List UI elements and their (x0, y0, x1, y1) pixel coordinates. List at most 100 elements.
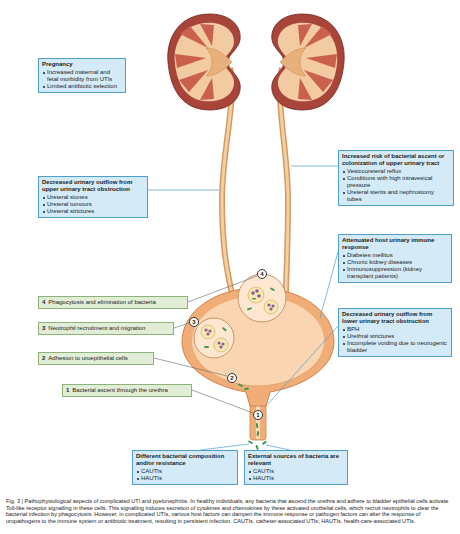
neutrophil-inset (214, 338, 228, 352)
info-box: Increased risk of bacterial ascent or co… (338, 150, 454, 206)
callout-number: 1 (253, 410, 263, 420)
box-heading: Different bacterial composition and/or r… (136, 453, 234, 467)
info-box: Decreased urinary outflow from lower uri… (338, 308, 452, 357)
bacterium (256, 423, 259, 428)
bullet-item: Ureteral strictures (42, 208, 144, 215)
step-box: 1Bacterial ascent through the urethra (62, 384, 192, 397)
bullet-item: CAUTIs (136, 468, 234, 475)
bullet-item: Vesicoureteral reflux (342, 168, 450, 175)
leader-line (188, 276, 257, 302)
neutrophil-inset (204, 328, 207, 331)
step-box: 4Phagocytosis and elimination of bacteri… (38, 296, 188, 309)
callout-number: 2 (227, 373, 237, 383)
kidney (306, 54, 337, 68)
leader-line (154, 358, 227, 376)
step-text: Bacterial ascent through the urethra (72, 387, 188, 394)
phagocytosis-inset (271, 304, 274, 307)
kidney (298, 78, 312, 100)
phagocytosis-inset (269, 307, 272, 310)
neutrophil-inset (222, 327, 227, 332)
bullet-item: Increased maternal and fetal morbidity f… (42, 69, 122, 83)
neutrophil-inset (201, 325, 215, 339)
box-heading: Decreased urinary outflow from lower uri… (342, 311, 448, 325)
box-heading: Increased risk of bacterial ascent or co… (342, 153, 450, 167)
bullet-item: Immunosuppression (kidney transplant pat… (342, 266, 448, 280)
step-number: 4 (42, 299, 45, 306)
neutrophil-inset (221, 342, 224, 345)
step-box: 3Neutrophil recruitment and migration (38, 322, 174, 335)
neutrophil-inset (206, 332, 209, 335)
kidney (304, 70, 333, 92)
step-number: 3 (42, 325, 45, 332)
kidney (168, 14, 240, 110)
neutrophil-inset (208, 329, 211, 332)
phagocytosis-inset (270, 287, 275, 291)
kidney (179, 70, 208, 92)
phagocytosis-inset (257, 294, 261, 298)
phagocytosis-inset (251, 291, 255, 295)
figure-caption: Fig. 3 | Pathophysiological aspects of c… (6, 498, 454, 524)
kidney (168, 14, 240, 110)
bladder (250, 402, 266, 440)
info-box: PregnancyIncreased maternal and fetal mo… (38, 58, 126, 93)
bacterium (238, 383, 267, 450)
bullet-item: CAUTIs (248, 468, 344, 475)
kidney (200, 24, 214, 46)
kidney (200, 78, 214, 100)
bullet-item: Ureteral stones (42, 194, 144, 201)
box-heading: Pregnancy (42, 61, 122, 68)
step-text: Neutrophil recruitment and migration (48, 325, 170, 332)
bacterium (244, 387, 249, 390)
step-text: Phagocytosis and elimination of bacteria (48, 299, 184, 306)
bacterium (238, 383, 243, 387)
step-box: 2Adhesion to uroepithelial cells (38, 352, 154, 365)
kidney (175, 54, 206, 68)
kidney (278, 23, 337, 102)
box-heading: External sources of bacteria are relevan… (248, 453, 344, 467)
neutrophil-inset (194, 318, 234, 358)
bullet-item: HAUTIs (136, 475, 234, 482)
bullet-item: Incomplete voiding due to neurogenic bla… (342, 340, 448, 354)
phagocytosis-inset (264, 300, 278, 314)
kidney (206, 48, 232, 76)
phagocytosis-inset (252, 298, 256, 300)
leader-line (320, 252, 338, 318)
info-box: Decreased urinary outflow from upper uri… (38, 176, 148, 218)
neutrophil-inset (219, 345, 222, 348)
phagocytosis-inset (238, 274, 286, 322)
phagocytosis-inset (248, 287, 264, 303)
leader-line (174, 323, 189, 328)
bullet-item: Diabetes mellitus (342, 252, 448, 259)
neutrophil-inset (217, 341, 220, 344)
kidney (175, 23, 234, 102)
info-box: Different bacterial composition and/or r… (132, 450, 238, 485)
leader-line (268, 326, 338, 404)
step-number: 1 (66, 387, 69, 394)
info-box: External sources of bacteria are relevan… (244, 450, 348, 485)
kidney (272, 14, 344, 110)
neutrophil-inset (194, 318, 234, 358)
phagocytosis-inset (238, 274, 286, 322)
neutrophil-inset (204, 346, 209, 348)
bullet-item: Ureteral tumours (42, 201, 144, 208)
leader-line (291, 166, 338, 167)
step-number: 2 (42, 355, 45, 362)
box-heading: Attenuated host urinary immune response (342, 237, 448, 251)
bullet-item: Limited antibiotic selection (42, 83, 122, 90)
phagocytosis-inset (267, 303, 270, 306)
box-heading: Decreased urinary outflow from upper uri… (42, 179, 144, 193)
bullet-item: BPH (342, 326, 448, 333)
bullet-item: HAUTIs (248, 475, 344, 482)
phagocytosis-inset (255, 289, 259, 293)
callout-number: 4 (257, 269, 267, 279)
kidney (280, 48, 306, 76)
info-box: Attenuated host urinary immune responseD… (338, 234, 452, 283)
leader-line (148, 190, 219, 191)
kidney (298, 24, 312, 46)
bullet-item: Urethral strictures (342, 333, 448, 340)
callout-number: 3 (189, 317, 199, 327)
phagocytosis-inset (247, 307, 252, 311)
bullet-item: Chronic kidney diseases (342, 259, 448, 266)
step-text: Adhesion to uroepithelial cells (48, 355, 150, 362)
bullet-item: Ureteral stents and nephrostomy tubes (342, 189, 450, 203)
